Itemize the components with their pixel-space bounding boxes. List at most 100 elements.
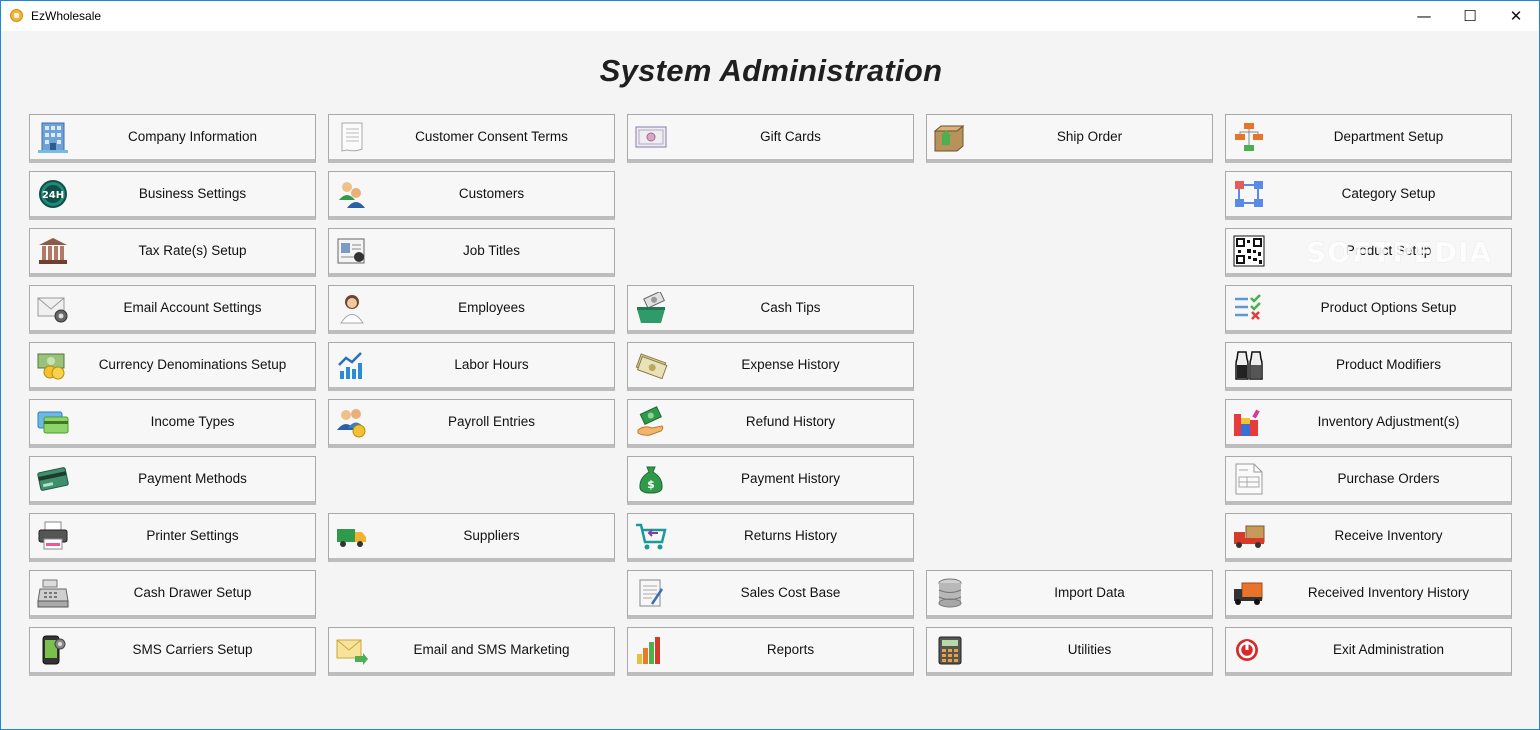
gift-card-icon — [635, 126, 667, 148]
tile-label: Category Setup — [1341, 186, 1436, 201]
product-modifiers-button[interactable]: Product Modifiers — [1225, 342, 1512, 391]
payroll-entries-button[interactable]: Payroll Entries — [328, 399, 615, 448]
chart-icon — [338, 352, 362, 379]
employees-button[interactable]: Employees — [328, 285, 615, 334]
tile-label: Company Information — [127, 129, 258, 144]
receive-inventory-button[interactable]: Receive Inventory — [1225, 513, 1512, 562]
tile-label: Returns History — [743, 528, 838, 543]
customers-button[interactable]: Customers — [328, 171, 615, 220]
tile-label: Product Options Setup — [1320, 300, 1457, 315]
category-setup-button[interactable]: Category Setup — [1225, 171, 1512, 220]
returns-history-button[interactable]: Returns History — [627, 513, 914, 562]
tile-label: Exit Administration — [1332, 642, 1445, 657]
svg-text:24H: 24H — [42, 190, 64, 201]
credit-card-icon — [37, 467, 69, 491]
bar-chart-icon — [637, 637, 660, 664]
flowchart-icon — [1235, 181, 1263, 207]
email-gear-icon — [37, 297, 68, 323]
tile-label: Suppliers — [463, 528, 520, 543]
bank-icon — [39, 238, 67, 264]
payment-methods-button[interactable]: Payment Methods — [29, 456, 316, 505]
cash-tips-button[interactable]: Cash Tips — [627, 285, 914, 334]
tile-label: Expense History — [741, 357, 840, 372]
tile-label: Utilities — [1067, 642, 1112, 657]
department-setup-button[interactable]: Department Setup — [1225, 114, 1512, 163]
tile-label: Reports — [766, 642, 815, 657]
reports-button[interactable]: Reports — [627, 627, 914, 676]
utilities-button[interactable]: Utilities — [926, 627, 1213, 676]
cards-icon — [37, 411, 69, 434]
product-setup-button[interactable]: Product Setup — [1225, 228, 1512, 277]
refund-history-button[interactable]: Refund History — [627, 399, 914, 448]
salt-pepper-icon — [1235, 351, 1263, 380]
labor-hours-button[interactable]: Labor Hours — [328, 342, 615, 391]
cash-drawer-setup-button[interactable]: Cash Drawer Setup — [29, 570, 316, 619]
business-settings-button[interactable]: 24H Business Settings — [29, 171, 316, 220]
truck-boxes-icon — [1234, 582, 1263, 605]
maximize-button[interactable]: ☐ — [1463, 7, 1477, 25]
checklist-icon — [1235, 294, 1261, 320]
printer-settings-button[interactable]: Printer Settings — [29, 513, 316, 562]
expense-history-button[interactable]: Expense History — [627, 342, 914, 391]
minimize-button[interactable]: — — [1416, 7, 1432, 25]
envelope-arrow-icon — [336, 639, 368, 665]
currency-denominations-setup-button[interactable]: Currency Denominations Setup — [29, 342, 316, 391]
database-icon — [938, 578, 962, 608]
suppliers-button[interactable]: Suppliers — [328, 513, 615, 562]
tile-label: SMS Carriers Setup — [132, 642, 253, 657]
job-titles-button[interactable]: Job Titles — [328, 228, 615, 277]
svg-text:$: $ — [647, 478, 655, 491]
tile-label: Employees — [458, 300, 525, 315]
tile-label: Labor Hours — [454, 357, 529, 372]
close-button[interactable]: ✕ — [1509, 7, 1523, 25]
blocks-icon — [1234, 409, 1260, 436]
id-card-icon — [337, 238, 365, 264]
tile-label: Gift Cards — [760, 129, 821, 144]
tile-label: Business Settings — [138, 186, 247, 201]
sales-cost-base-button[interactable]: Sales Cost Base — [627, 570, 914, 619]
tile-label: Email and SMS Marketing — [413, 642, 570, 657]
exit-administration-button[interactable]: Exit Administration — [1225, 627, 1512, 676]
customer-consent-terms-button[interactable]: Customer Consent Terms — [328, 114, 615, 163]
tile-label: Department Setup — [1333, 129, 1444, 144]
cash-box-icon — [637, 292, 665, 323]
tile-label: Receive Inventory — [1334, 528, 1443, 543]
cash-coins-icon — [37, 353, 65, 380]
package-icon — [933, 124, 965, 152]
purchase-orders-button[interactable]: Purchase Orders — [1225, 456, 1512, 505]
email-account-settings-button[interactable]: Email Account Settings — [29, 285, 316, 334]
tax-rates-setup-button[interactable]: Tax Rate(s) Setup — [29, 228, 316, 277]
window-title: EzWholesale — [31, 9, 102, 23]
employee-icon — [340, 295, 364, 324]
building-icon — [38, 122, 68, 153]
company-information-button[interactable]: Company Information — [29, 114, 316, 163]
notepad-icon — [639, 579, 664, 607]
refund-icon — [637, 406, 664, 436]
tile-label: Inventory Adjustment(s) — [1317, 414, 1460, 429]
money-bag-icon: $ — [639, 466, 663, 494]
received-inventory-history-button[interactable]: Received Inventory History — [1225, 570, 1512, 619]
tile-label: Cash Drawer Setup — [133, 585, 252, 600]
tile-label: Printer Settings — [146, 528, 239, 543]
tile-label: Payment History — [740, 471, 841, 486]
import-data-button[interactable]: Import Data — [926, 570, 1213, 619]
tile-label: Payment Methods — [138, 471, 247, 486]
power-icon — [1236, 639, 1258, 661]
ship-order-button[interactable]: Ship Order — [926, 114, 1213, 163]
payment-history-button[interactable]: $ Payment History — [627, 456, 914, 505]
invoice-icon — [1235, 463, 1263, 495]
sms-carriers-setup-button[interactable]: SMS Carriers Setup — [29, 627, 316, 676]
email-and-sms-marketing-button[interactable]: Email and SMS Marketing — [328, 627, 615, 676]
cart-return-icon — [636, 523, 667, 550]
product-options-setup-button[interactable]: Product Options Setup — [1225, 285, 1512, 334]
softpedia-watermark: SOFTPEDIA — [1306, 236, 1493, 269]
truck-icon — [337, 529, 366, 547]
inventory-adjustments-button[interactable]: Inventory Adjustment(s) — [1225, 399, 1512, 448]
gift-cards-button[interactable]: Gift Cards — [627, 114, 914, 163]
hierarchy-icon — [1235, 123, 1263, 151]
customers-icon — [339, 182, 365, 208]
24h-icon: 24H — [39, 180, 67, 208]
income-types-button[interactable]: Income Types — [29, 399, 316, 448]
tile-label: Ship Order — [1056, 129, 1123, 144]
